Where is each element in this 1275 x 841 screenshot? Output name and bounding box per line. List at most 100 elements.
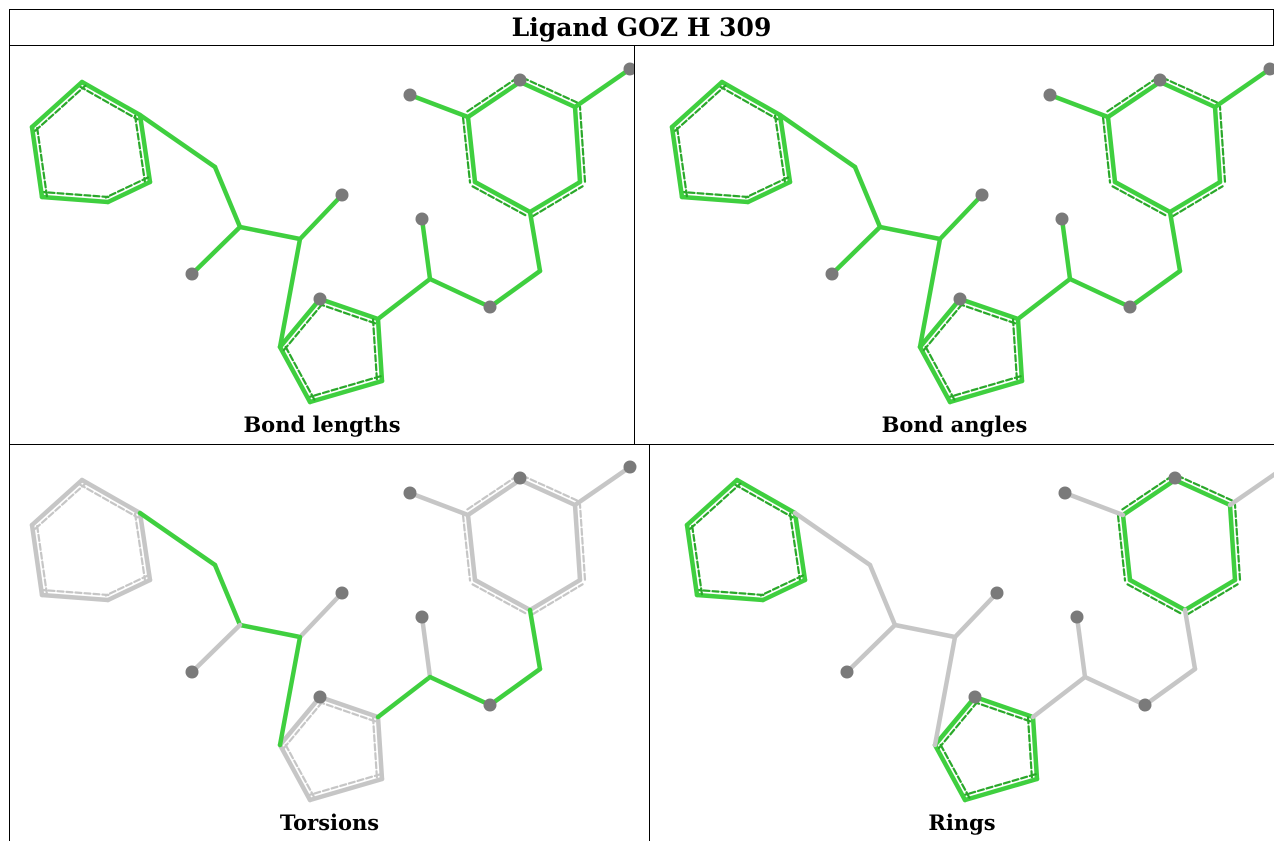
column-divider-top bbox=[634, 46, 635, 445]
bond-b2-b3 bbox=[137, 510, 153, 583]
bond-b5-b6 bbox=[684, 522, 700, 598]
bond-c2-c3 bbox=[237, 622, 303, 640]
bond-r3-m5 bbox=[572, 66, 633, 110]
bond-p2-p3 bbox=[375, 316, 385, 384]
bond-r4-r5-aromatic bbox=[1119, 474, 1174, 512]
bond-b6-b1-aromatic bbox=[34, 482, 87, 530]
atom-m5 bbox=[623, 62, 634, 76]
bond-c1-c2 bbox=[852, 164, 883, 230]
bond-b1-b2-aromatic bbox=[78, 483, 139, 519]
bond-p3-p4-aromatic bbox=[307, 375, 382, 399]
bond-b3-b4-aromatic bbox=[104, 176, 149, 199]
bond-p5-p1-aromatic bbox=[937, 699, 980, 750]
bond-r1-r2-aromatic bbox=[1171, 185, 1224, 218]
bond-b1-b2 bbox=[734, 477, 798, 516]
bond-p5-p1-aromatic bbox=[922, 301, 965, 352]
atom-r4 bbox=[1168, 471, 1182, 485]
bond-p2-p3-aromatic bbox=[1011, 318, 1019, 383]
bond-r3-r4-aromatic bbox=[520, 474, 579, 502]
bond-b6-b1-aromatic bbox=[34, 84, 87, 132]
bond-b2-c1 bbox=[137, 510, 218, 568]
bond-p3-p4 bbox=[307, 378, 385, 405]
caption-bond-angles: Bond angles bbox=[881, 412, 1028, 437]
bond-r5-m3 bbox=[1047, 92, 1111, 120]
bond-d3-d4 bbox=[487, 666, 543, 708]
atom-m2 bbox=[335, 188, 349, 202]
bond-r6-r1-aromatic bbox=[471, 185, 529, 218]
bond-p1-p2-aromatic bbox=[972, 700, 1033, 723]
bond-r4-r5 bbox=[465, 477, 523, 518]
bond-c1-c2 bbox=[212, 164, 243, 230]
bond-c2-c3 bbox=[237, 224, 303, 242]
atom-m3 bbox=[1043, 88, 1057, 102]
bond-r4-r5-aromatic bbox=[464, 474, 519, 512]
bond-p5-p1-aromatic bbox=[282, 301, 325, 352]
bond-c2-m1 bbox=[189, 622, 243, 675]
bond-r6-r1 bbox=[472, 179, 533, 215]
molecule-bond-lengths bbox=[29, 62, 634, 405]
bond-r2-r3 bbox=[572, 502, 583, 583]
bond-b5-b6-aromatic bbox=[35, 523, 49, 596]
bond-b6-b1 bbox=[669, 79, 725, 130]
bond-c2-m1 bbox=[189, 224, 243, 277]
bond-r3-r4-aromatic bbox=[520, 76, 579, 104]
bond-r6-r1 bbox=[1127, 577, 1188, 613]
bond-b5-b6 bbox=[669, 124, 685, 200]
bond-p1-p2 bbox=[972, 694, 1036, 720]
bond-b1-b2-aromatic bbox=[733, 483, 794, 519]
bond-b4-b5-aromatic bbox=[41, 190, 110, 199]
bond-p3-p4-aromatic bbox=[947, 375, 1022, 399]
bond-r1-r2 bbox=[1182, 577, 1238, 613]
bond-r2-r3-aromatic bbox=[1233, 503, 1242, 581]
bond-r5-r6-aromatic bbox=[461, 116, 472, 184]
bond-p2-p3-aromatic bbox=[371, 318, 379, 383]
atom-m1 bbox=[185, 665, 199, 679]
bond-p1-p2 bbox=[957, 296, 1021, 322]
caption-bond-lengths: Bond lengths bbox=[243, 412, 401, 437]
bond-b6-b1 bbox=[684, 477, 740, 528]
bond-c2-c3 bbox=[877, 224, 943, 242]
bond-p4-p5 bbox=[917, 344, 953, 405]
bond-d3-d4 bbox=[1127, 268, 1183, 310]
bond-b1-b2 bbox=[719, 79, 783, 118]
panel-rings: Rings bbox=[650, 445, 1274, 841]
bond-b2-b3-aromatic bbox=[133, 512, 147, 582]
bond-p3-p4 bbox=[947, 378, 1025, 405]
bond-r6-r1-aromatic bbox=[1126, 583, 1184, 616]
bond-p2-d1 bbox=[375, 674, 433, 720]
bond-b6-b1 bbox=[29, 477, 85, 528]
atom-m3 bbox=[403, 486, 417, 500]
bond-b4-b5 bbox=[39, 194, 111, 205]
bond-d1-d3 bbox=[427, 674, 493, 708]
bond-d3-d4 bbox=[487, 268, 543, 310]
bond-r5-r6-aromatic bbox=[1116, 514, 1127, 582]
bond-r4-r5-aromatic bbox=[464, 76, 519, 114]
bond-r6-r1 bbox=[472, 577, 533, 613]
bond-b2-c1 bbox=[137, 112, 218, 170]
bond-r3-r4 bbox=[517, 79, 578, 110]
bond-r1-r2 bbox=[1167, 179, 1223, 215]
bond-p4-p5-aromatic bbox=[923, 343, 956, 401]
bond-b6-b1-aromatic bbox=[674, 84, 727, 132]
bond-b3-b4-aromatic bbox=[744, 176, 789, 199]
bond-r5-m3 bbox=[407, 92, 471, 120]
atom-m5 bbox=[623, 460, 637, 474]
bond-d1-d3 bbox=[427, 276, 493, 310]
atom-p5 bbox=[968, 690, 982, 704]
atom-m1 bbox=[185, 267, 199, 281]
bond-b4-b5-aromatic bbox=[681, 190, 750, 199]
bond-r5-r6 bbox=[465, 114, 478, 185]
bond-r1-r2 bbox=[527, 577, 583, 613]
bond-b1-b2 bbox=[79, 79, 143, 118]
bond-r1-r2-aromatic bbox=[531, 185, 584, 218]
bond-c3-p5 bbox=[277, 634, 303, 748]
bond-b3-b4-aromatic bbox=[104, 574, 149, 597]
bond-b5-b6 bbox=[29, 522, 45, 598]
bond-p1-p2-aromatic bbox=[317, 302, 378, 325]
bond-p2-d1 bbox=[1030, 674, 1088, 720]
caption-rings: Rings bbox=[928, 810, 996, 835]
bond-c2-c3 bbox=[892, 622, 958, 640]
bond-r2-r3 bbox=[1227, 502, 1238, 583]
bond-p2-p3 bbox=[1015, 316, 1025, 384]
bond-r2-r3-aromatic bbox=[578, 503, 587, 581]
